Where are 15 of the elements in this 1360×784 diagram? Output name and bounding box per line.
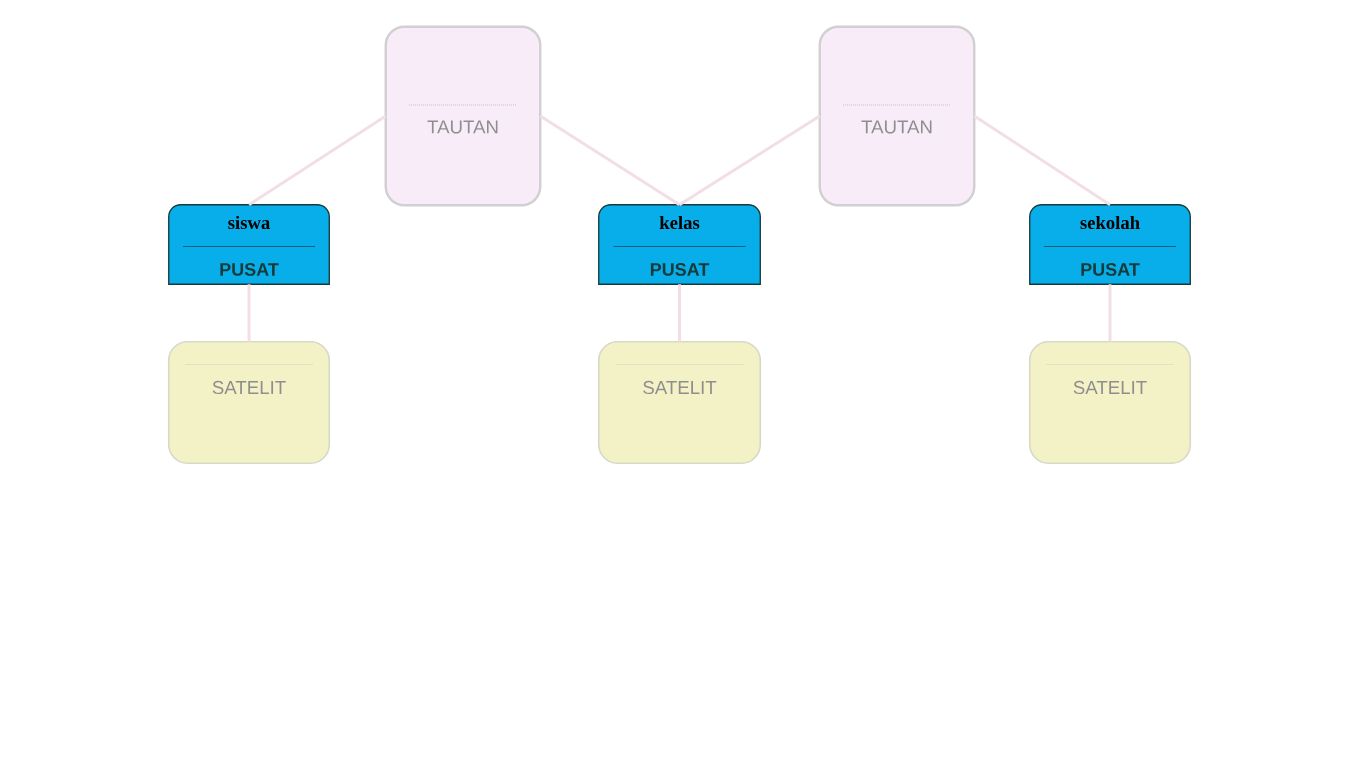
connector-line bbox=[1108, 284, 1112, 342]
satellite-box: SATELIT bbox=[1028, 340, 1192, 465]
satellite-box: SATELIT bbox=[167, 340, 331, 465]
link-box: TAUTAN bbox=[818, 25, 976, 207]
connector-line bbox=[678, 284, 681, 342]
satellite-box: SATELIT bbox=[597, 340, 762, 465]
hub-box: siswa PUSAT bbox=[168, 204, 330, 285]
hub-box: sekolah PUSAT bbox=[1029, 204, 1191, 285]
connector-line bbox=[678, 114, 821, 206]
connector-line bbox=[248, 114, 387, 206]
connector-line bbox=[247, 284, 251, 342]
connector-line bbox=[973, 114, 1111, 206]
link-box: TAUTAN bbox=[384, 25, 542, 207]
connector-line bbox=[539, 114, 681, 206]
hub-box: kelas PUSAT bbox=[598, 204, 761, 285]
